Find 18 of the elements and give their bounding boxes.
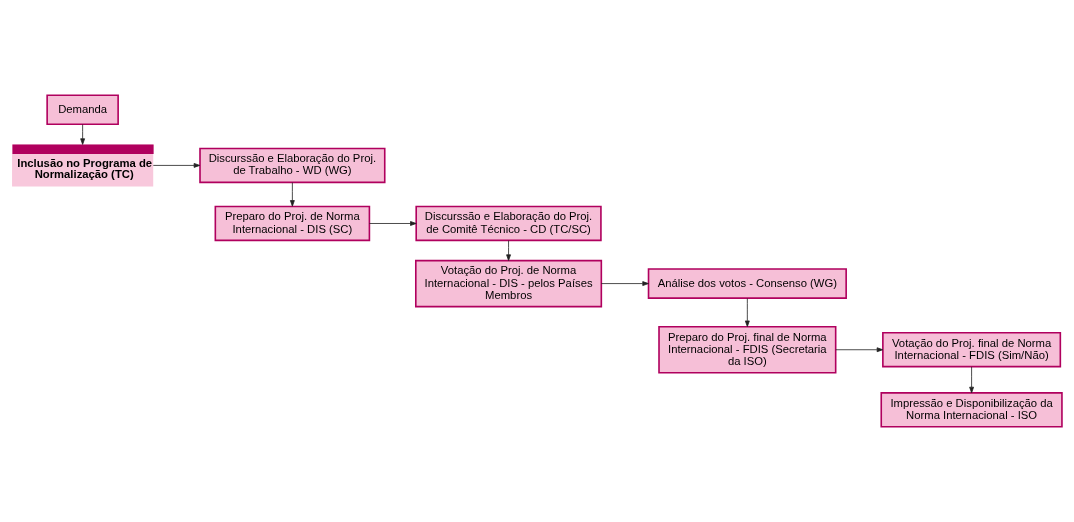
node-box: Análise dos votos - Consenso (WG) xyxy=(647,268,847,299)
arrow xyxy=(744,298,750,327)
node-box: Impressão e Disponibilização da Norma Internacional - ISO xyxy=(880,392,1063,428)
node-box: Discurssão e Elaboração do Proj. de Trabalho - WD (WG) xyxy=(199,147,386,184)
arrow xyxy=(290,182,295,207)
node-box: Votação do Proj. de Norma Internacional - DIS - pelos Países Membros xyxy=(415,259,603,308)
node-box: Discurssão e Elaboração do Proj. de Comitê Técnico - CD (TC/SC) xyxy=(415,205,602,242)
arrow xyxy=(506,240,511,261)
arrow xyxy=(80,124,85,145)
arrow xyxy=(969,366,974,394)
node-box: Votação do Proj. final de Norma Internacional - FDIS (Sim/Não) xyxy=(882,332,1062,368)
arrow xyxy=(835,347,884,353)
arrow xyxy=(600,281,649,286)
node-box: Demanda xyxy=(46,94,119,126)
node-box: Preparo do Proj. de Norma Internacional - DIS (SC) xyxy=(214,205,371,242)
arrow xyxy=(152,163,201,168)
arrow xyxy=(369,221,417,226)
node-box: Preparo do Proj. final de Norma Internacional - FDIS (Secretaria da ISO) xyxy=(658,325,837,374)
